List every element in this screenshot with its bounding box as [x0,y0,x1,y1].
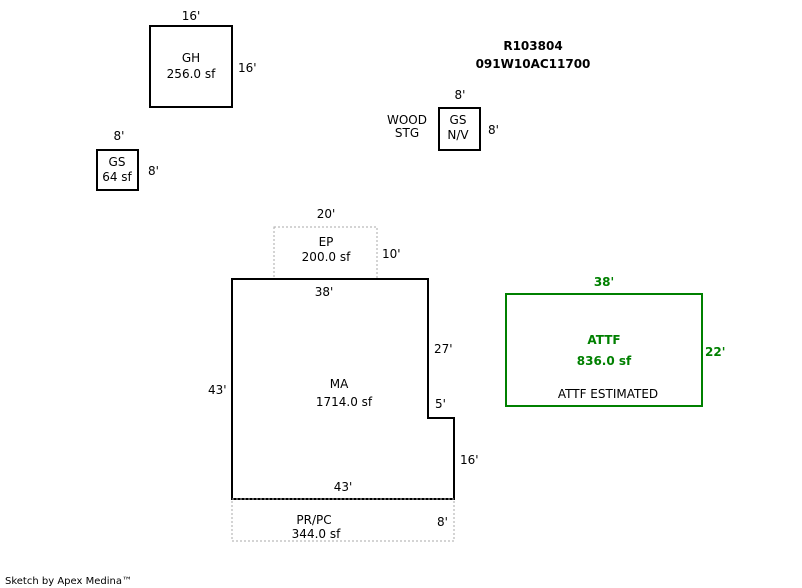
structure-gs-nv: 8' 8' GS N/V WOOD STG [387,88,499,151]
ep-right-dim: 10' [382,247,401,261]
structure-ep: 20' 10' EP 200.0 sf [273,207,401,280]
ma-step-dim: 5' [435,397,446,411]
structure-gs-small: 8' 8' GS 64 sf [96,129,159,191]
gh-top-dim: 16' [182,9,201,23]
gh-area: 256.0 sf [167,67,216,81]
ep-outline [273,226,378,280]
ma-right-upper-dim: 27' [434,342,453,356]
gh-right-dim: 16' [238,61,257,75]
ma-bottom-dim: 43' [334,480,353,494]
prpc-right-dim: 8' [437,515,448,529]
ep-code: EP [319,235,334,249]
gh-outline [149,25,233,108]
prpc-area: 344.0 sf [292,527,341,541]
structure-prpc: PR/PC 344.0 sf 8' [231,498,455,542]
gs-small-area: 64 sf [102,170,132,184]
ma-right-lower-dim: 16' [460,453,479,467]
attf-top-dim: 38' [594,275,614,289]
gh-code: GH [182,51,200,65]
ep-area: 200.0 sf [302,250,351,264]
structure-gh: 16' 16' GH 256.0 sf [149,9,257,108]
parcel-id: R103804 [503,39,562,53]
gs-small-top-dim: 8' [114,129,125,143]
attf-right-dim: 22' [705,345,725,359]
gs-small-right-dim: 8' [148,164,159,178]
ep-top-dim: 20' [317,207,336,221]
prpc-outline [231,498,455,542]
gs-small-outline [96,149,139,191]
gs-nv-note-line2: STG [395,126,419,140]
map-number: 091W10AC11700 [476,57,591,71]
attf-outline [505,293,703,407]
attf-code: ATTF [587,333,620,347]
attf-area: 836.0 sf [577,354,632,368]
gs-nv-outline [438,107,481,151]
gs-nv-code: GS [450,113,467,127]
gs-nv-top-dim: 8' [455,88,466,102]
gs-nv-note-line1: WOOD [387,113,427,127]
sketch-credit: Sketch by Apex Medina™ [5,576,132,587]
ma-top-dim: 38' [315,285,334,299]
structure-attf: 38' 22' ATTF 836.0 sf ATTF ESTIMATED [505,275,725,407]
ma-left-dim: 43' [208,383,227,397]
gs-small-code: GS [109,155,126,169]
attf-note: ATTF ESTIMATED [558,387,658,401]
structure-ma: 38' 43' 27' 5' 16' 43' MA 1714.0 sf [208,278,479,500]
ma-area: 1714.0 sf [316,395,373,409]
ma-code: MA [330,377,349,391]
gs-nv-right-dim: 8' [488,123,499,137]
gs-nv-area: N/V [447,128,469,142]
prpc-code: PR/PC [296,513,331,527]
